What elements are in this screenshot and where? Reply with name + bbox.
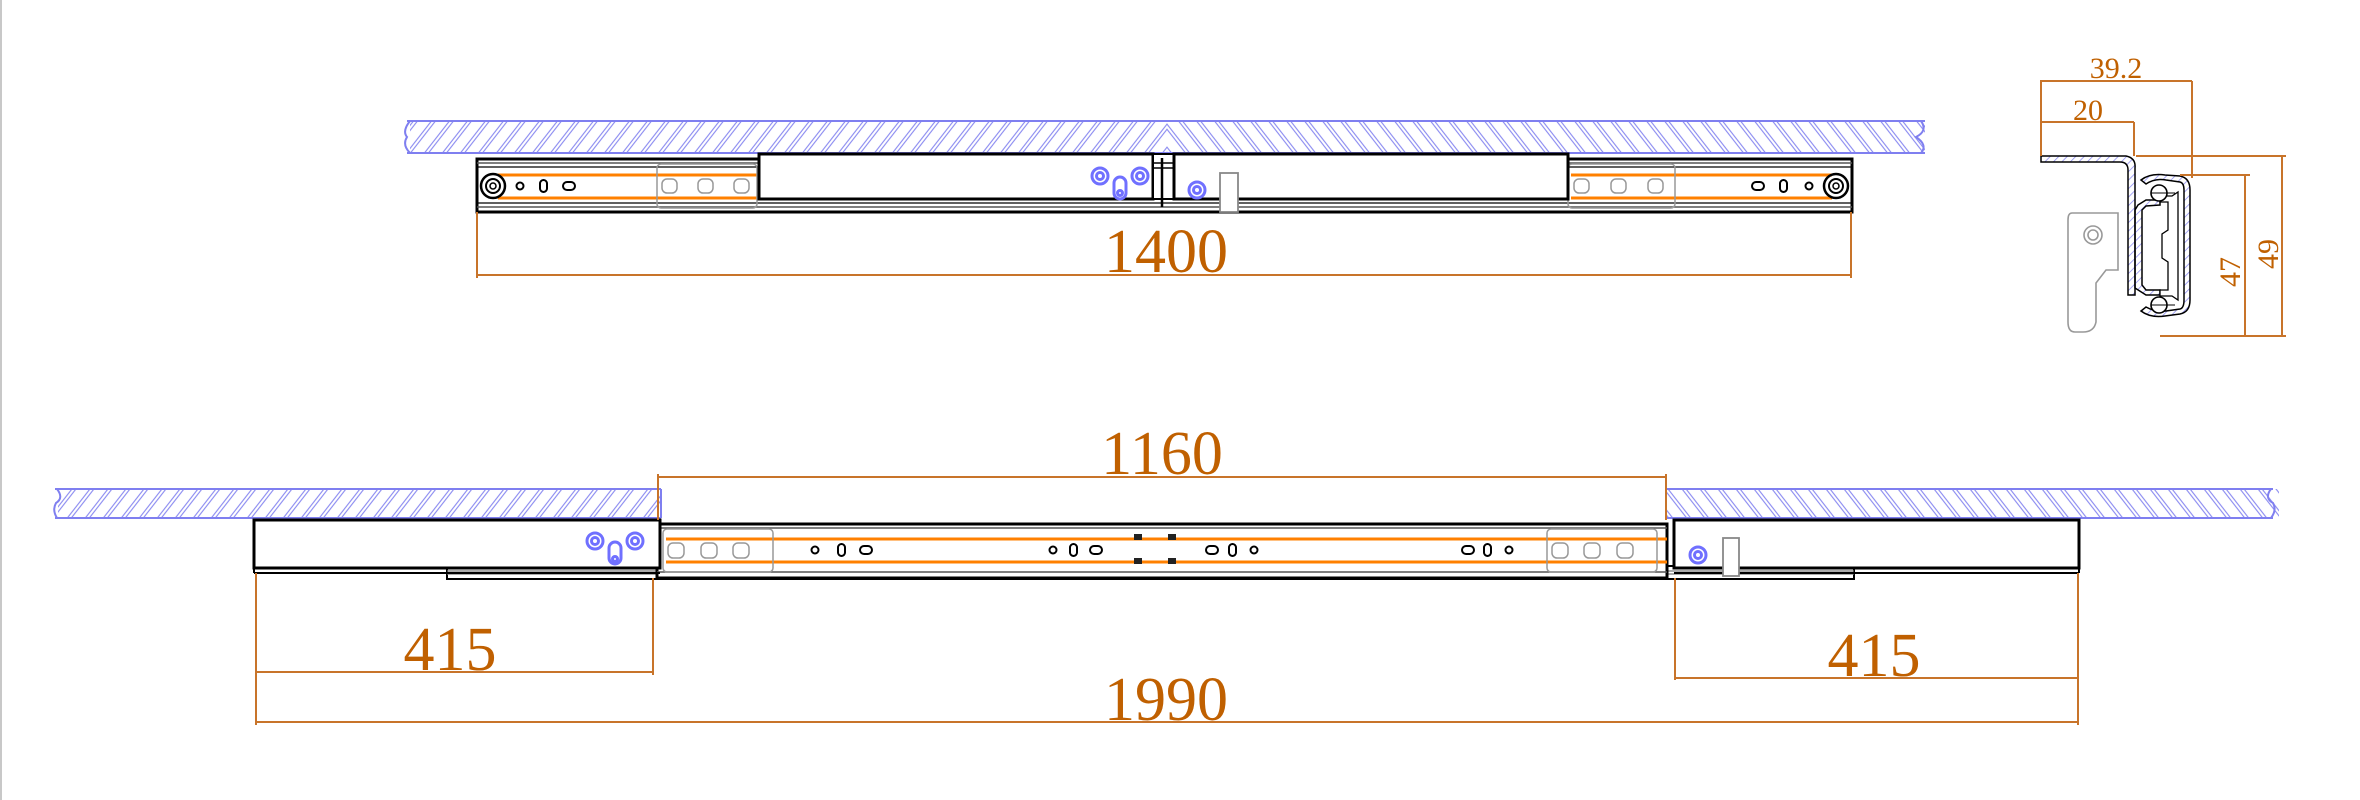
ball-bearing-icon [2150,184,2175,314]
rail-middle-member [2134,199,2161,296]
bottom-outer-rail [655,522,1669,580]
dimension-1400: 1400 [476,212,1852,286]
top-inner-member-left [757,152,1155,201]
bottom-cabinet-hatch-right [1665,488,2279,519]
section-view: 39.2 20 47 49 [2040,52,2286,337]
top-center-joint [1152,153,1175,207]
page-left-border [0,0,2,800]
top-right-mount-screw-icon [1751,172,1850,200]
bottom-view: 1160 415 415 1990 [53,420,2279,734]
dimension-label-left-extension: 415 [404,616,497,684]
bottom-right-inner-member [1672,518,2081,577]
top-view: 1400 [404,120,1925,286]
dimension-label-total-extended-length: 1990 [1104,666,1228,734]
dimension-1160: 1160 [657,420,1667,520]
mounting-bracket [2067,212,2119,333]
bottom-left-ball-cage [662,528,774,573]
top-cabinet-hatch [404,120,1925,154]
top-left-mount-screw-icon [479,172,576,200]
dimension-right-415: 415 [1674,573,2079,725]
dimension-label-overall-width: 39.2 [2090,52,2143,85]
dimension-label-gap-length: 1160 [1101,420,1223,488]
dimension-label-right-extension: 415 [1828,622,1921,690]
rail-outer-channel [2139,173,2191,318]
dimension-left-415: 415 [255,573,654,725]
dimension-label-flange-width: 20 [2073,94,2103,127]
top-inner-member-right [1172,152,1570,213]
dimension-1990: 1990 [256,666,2078,734]
dimension-label-closed-length: 1400 [1104,218,1228,286]
rail-inner-member [2159,190,2179,302]
top-left-ball-cage [656,163,758,209]
bottom-right-ball-cage [1546,528,1658,573]
bottom-cabinet-hatch-left [53,488,662,519]
rail-flange [2040,155,2136,296]
dimension-label-rail-height: 47 [2214,257,2247,287]
dimension-label-overall-height: 49 [2252,239,2285,269]
bottom-left-inner-member [252,518,662,574]
